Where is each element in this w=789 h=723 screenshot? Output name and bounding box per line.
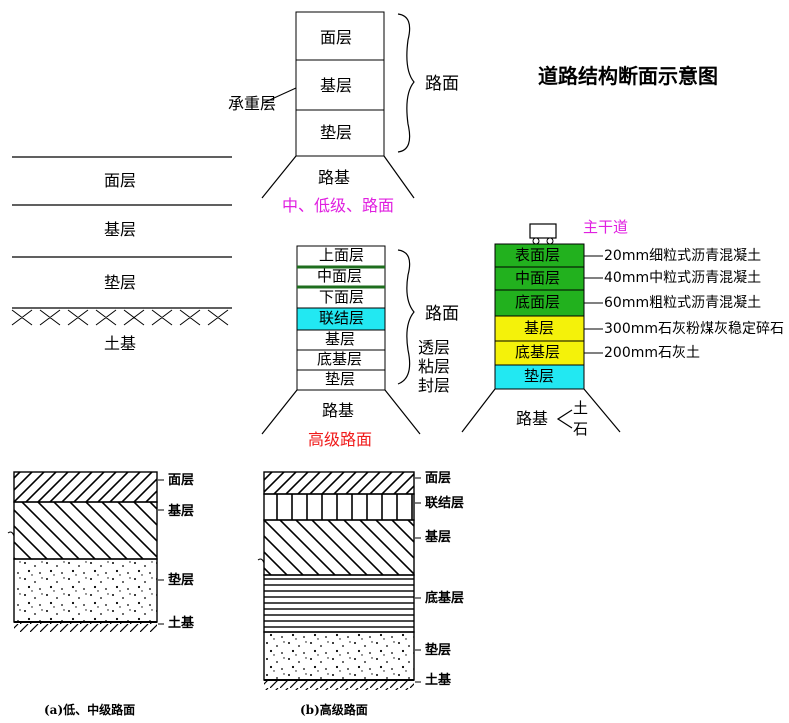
annotation-bottom: 60mm粗粒式沥青混凝土 [604, 295, 762, 311]
bl-label-surface: 面层 [168, 473, 195, 488]
mid-layer-label-cushion: 垫层 [325, 370, 356, 388]
mid-subgrade-label: 路基 [322, 401, 355, 420]
mid-layer-label-middle: 中面层 [317, 267, 363, 285]
br-caption: (b)高级路面 [300, 703, 368, 717]
seal-label-seal: 封层 [418, 376, 451, 395]
left-layer-lines [12, 156, 232, 309]
road-type-label: 主干道 [583, 218, 629, 236]
right-diagram-embankment [461, 388, 621, 433]
bearing-pointer [262, 87, 297, 104]
seal-label-prime: 透层 [418, 338, 451, 357]
annotation-middle: 40mm中粒式沥青混凝土 [604, 270, 762, 286]
bottom-right-section [257, 471, 421, 690]
left-subgrade-label: 土基 [104, 334, 137, 353]
top-diagram-layers [295, 11, 385, 157]
top-brace [397, 13, 415, 153]
middle-brace [397, 249, 415, 385]
top-subgrade-label: 路基 [318, 168, 351, 187]
left-layer-label-surface: 面层 [104, 171, 137, 190]
mid-layer-label-upper: 上面层 [319, 246, 365, 264]
br-label-base: 基层 [425, 530, 452, 545]
mid-layer-label-base: 基层 [325, 330, 356, 348]
top-pavement-label: 路面 [425, 74, 459, 94]
diagram-title: 道路结构断面示意图 [538, 64, 718, 88]
br-label-subbase: 底基层 [425, 591, 465, 606]
right-layer-label-base: 基层 [524, 319, 555, 337]
mid-layer-label-subbase: 底基层 [317, 350, 363, 368]
top-diagram-caption: 中、低级、路面 [282, 196, 395, 215]
mid-layer-label-lower: 下面层 [319, 288, 365, 306]
br-label-cushion: 垫层 [425, 643, 452, 658]
bl-label-subgrade: 土基 [168, 616, 195, 631]
bl-label-cushion: 垫层 [168, 573, 195, 588]
mid-diagram-caption: 高级路面 [308, 430, 373, 449]
mid-pavement-label: 路面 [425, 304, 459, 324]
bearing-layer-label: 承重层 [228, 94, 277, 113]
br-label-binder: 联结层 [425, 496, 465, 511]
top-layer-label-cushion: 垫层 [320, 123, 353, 142]
annotation-subbase: 200mm石灰土 [604, 345, 700, 361]
bl-caption: (a)低、中级路面 [44, 703, 136, 717]
middle-diagram-embankment [261, 389, 421, 435]
right-layer-label-cushion: 垫层 [524, 367, 555, 385]
seal-label-tack: 粘层 [418, 357, 451, 376]
bottom-left-section [7, 471, 164, 632]
right-layer-label-middle: 中面层 [515, 269, 561, 287]
tack-coat-lines [297, 265, 385, 289]
vehicle-icon [529, 223, 557, 245]
subgrade-part-soil: 土 [573, 399, 589, 417]
mid-layer-label-binder: 联结层 [319, 309, 365, 327]
right-diagram-layers [494, 243, 585, 390]
top-layer-label-base: 基层 [320, 76, 353, 95]
right-subgrade-label: 路基 [516, 409, 549, 428]
left-layer-label-cushion: 垫层 [104, 273, 137, 292]
top-layer-label-surface: 面层 [320, 28, 353, 47]
top-diagram-embankment [261, 155, 415, 199]
br-label-surface: 面层 [425, 471, 452, 486]
right-layer-label-bottom: 底面层 [515, 293, 561, 311]
bl-label-base: 基层 [168, 504, 195, 519]
subgrade-part-stone: 石 [573, 420, 589, 438]
left-ground-hatch [11, 309, 229, 326]
subgrade-bracket [556, 409, 573, 429]
right-layer-label-surface: 表面层 [515, 246, 561, 264]
left-layer-label-base: 基层 [104, 220, 137, 239]
annotation-base: 300mm石灰粉煤灰稳定碎石 [604, 321, 784, 337]
br-label-subgrade: 土基 [425, 673, 452, 688]
annotation-leaders [584, 255, 603, 354]
annotation-surface: 20mm细粒式沥青混凝土 [604, 248, 762, 264]
right-layer-label-subbase: 底基层 [515, 343, 561, 361]
